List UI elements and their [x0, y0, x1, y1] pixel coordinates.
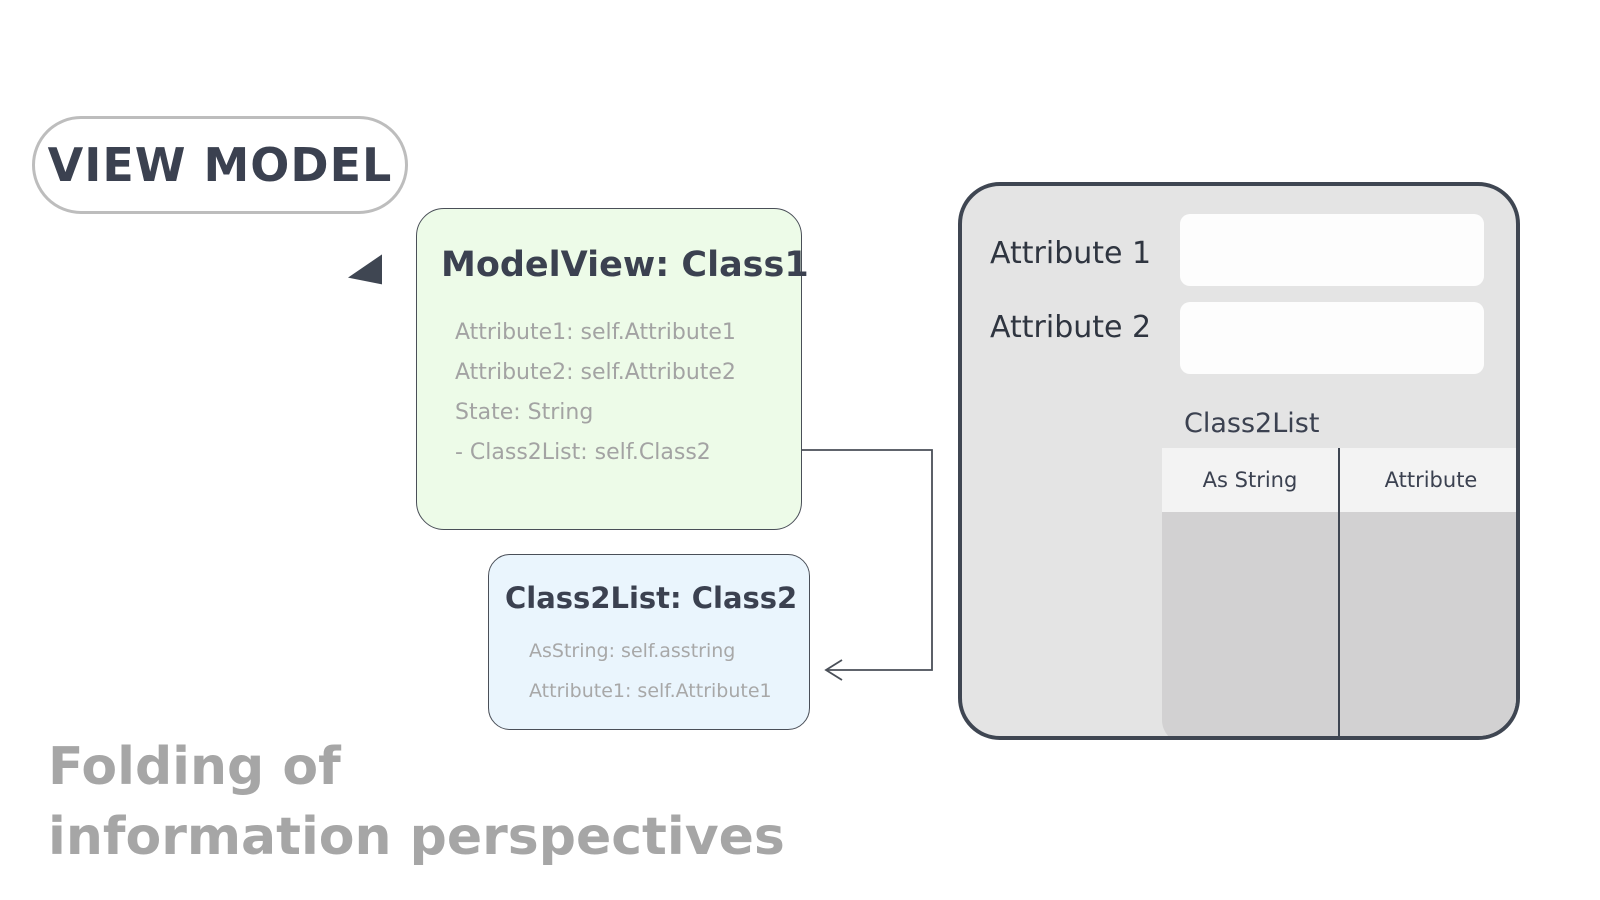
view-form-panel: Attribute 1 Attribute 2 Class2List As St… [958, 182, 1520, 740]
asstring-column-header[interactable]: As String [1162, 448, 1338, 512]
class2list-table[interactable]: As String Attribute [1162, 448, 1516, 736]
footer-caption: Folding of information perspectives [48, 732, 785, 872]
attribute2-input[interactable] [1180, 302, 1484, 374]
attribute-column-header[interactable]: Attribute [1340, 448, 1516, 512]
class2-model-box: Class2List: Class2 AsString: self.asstri… [488, 554, 810, 730]
view-model-badge: VIEW MODEL [32, 116, 408, 214]
class2list-title: Class2List [1184, 408, 1320, 439]
class2-attribute-list: AsString: self.asstring Attribute1: self… [529, 631, 772, 711]
class2-attribute: AsString: self.asstring [529, 640, 736, 662]
attribute2-label: Attribute 2 [990, 310, 1152, 345]
class1-title: ModelView: Class1 [441, 245, 809, 285]
class1-model-box: ModelView: Class1 Attribute1: self.Attri… [416, 208, 809, 530]
attribute-column[interactable]: Attribute [1340, 448, 1516, 736]
caption-line-1: Folding of [48, 737, 341, 797]
connector-arrowhead-icon [824, 659, 843, 681]
pointer-triangle-icon [348, 254, 382, 292]
class2-title: Class2List: Class2 [505, 581, 798, 615]
class1-attribute-list: Attribute1: self.Attribute1 Attribute2: … [455, 313, 736, 473]
class1-attribute: State: String [455, 400, 594, 425]
connector-line [802, 449, 933, 671]
caption-line-2: information perspectives [48, 807, 785, 867]
attribute1-label: Attribute 1 [990, 236, 1152, 271]
asstring-column[interactable]: As String [1162, 448, 1338, 736]
class2-attribute: Attribute1: self.Attribute1 [529, 680, 772, 702]
view-model-label: VIEW MODEL [47, 138, 393, 192]
column-divider[interactable] [1338, 448, 1340, 736]
class1-attribute: - Class2List: self.Class2 [455, 440, 711, 465]
attribute1-input[interactable] [1180, 214, 1484, 286]
class1-attribute: Attribute1: self.Attribute1 [455, 320, 736, 345]
class1-attribute: Attribute2: self.Attribute2 [455, 360, 736, 385]
